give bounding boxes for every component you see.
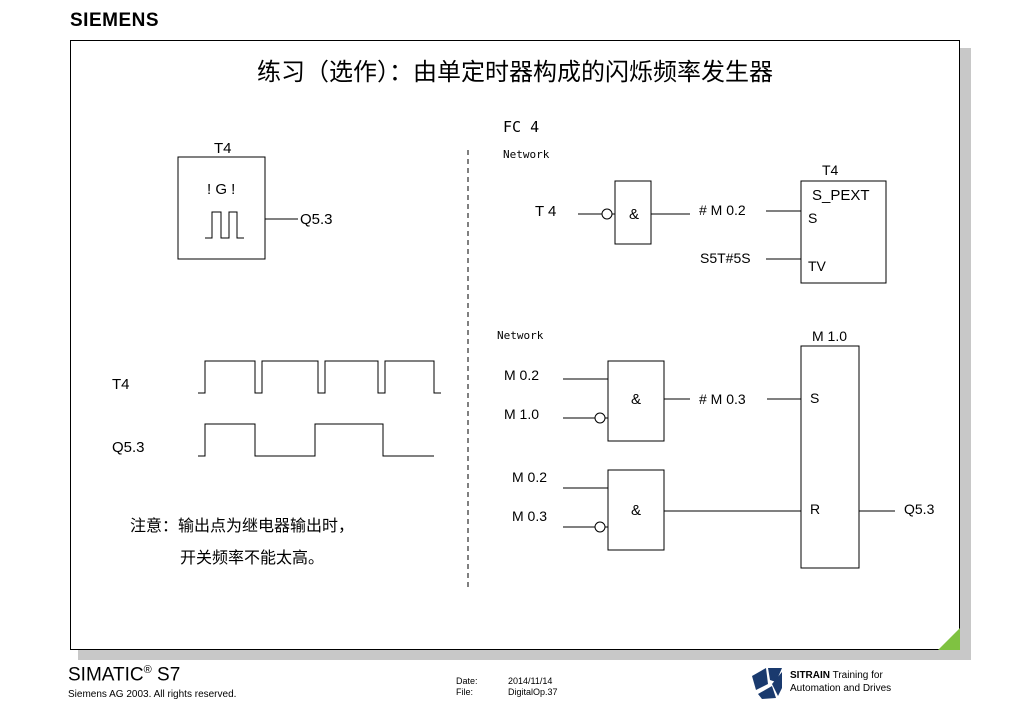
slide-title: 练习（选作）：由单定时器构成的闪烁频率发生器 (257, 59, 773, 86)
negation-circle-icon (594, 521, 606, 533)
network1-input-label: T 4 (535, 203, 556, 220)
waveform-t4-label: T4 (112, 376, 130, 393)
footer-file-value: DigitalOp.37 (508, 687, 558, 697)
network1-time-value: S5T#5S (700, 250, 751, 266)
network1-timer-type: S_PEXT (812, 187, 870, 204)
timer-symbol-label: ! G ! (207, 181, 235, 198)
waveform-q-label: Q5.3 (112, 439, 145, 456)
network1-flag-label: # M 0.2 (699, 202, 746, 218)
sitrain-tagline-2: Automation and Drives (790, 683, 892, 694)
footer-product-reg: ® (143, 664, 152, 676)
footer-product-suffix: S7 (151, 664, 181, 686)
gate1-input1-label: M 0.2 (504, 367, 539, 383)
flipflop-name: M 1.0 (812, 328, 847, 344)
note-line-2: 开关频率不能太高。 (180, 548, 324, 567)
flipflop-box (800, 345, 860, 569)
gate1-symbol: & (631, 391, 641, 408)
network1-pin-s: S (808, 210, 817, 226)
timer-generator-block (177, 156, 298, 260)
timer-box (177, 156, 266, 260)
flipflop-output-label: Q5.3 (904, 501, 935, 517)
negation-circle-icon (601, 208, 613, 220)
sitrain-brand: SITRAIN Training for Automation and Driv… (790, 669, 891, 695)
pulse-icon (205, 211, 244, 239)
gate2-input2-label: M 0.3 (512, 508, 547, 524)
footer-product-name: SIMATIC (68, 664, 144, 686)
gate1-input2-label: M 1.0 (504, 406, 539, 422)
note-line-1: 注意：输出点为继电器输出时， (130, 516, 354, 535)
gate2-input1-label: M 0.2 (512, 469, 547, 485)
sitrain-logo-icon (752, 668, 782, 699)
network1-gate-symbol: & (629, 206, 639, 223)
fc-label: FC 4 (503, 118, 539, 136)
network1-timer-box (800, 180, 887, 284)
footer-product: SIMATIC® S7 (68, 664, 180, 686)
network1-and-gate (614, 180, 652, 245)
flipflop-pin-r: R (810, 501, 820, 517)
network1-timer-name: T4 (822, 162, 839, 178)
network2-wiring (563, 345, 895, 569)
negation-circle-icon (594, 412, 606, 424)
network1-label: Network (503, 148, 550, 161)
network2-label: Network (497, 329, 544, 342)
network2-and-gate-2 (607, 469, 665, 551)
timer-output-label: Q5.3 (300, 211, 333, 228)
timer-name-label: T4 (214, 140, 232, 157)
waveform-t4 (198, 360, 441, 394)
gate2-symbol: & (631, 502, 641, 519)
footer-meta: Date: 2014/11/14 File: DigitalOp.37 (456, 676, 558, 698)
footer-copyright: Siemens AG 2003. All rights reserved. (68, 689, 237, 700)
footer-file-label: File: (456, 687, 474, 697)
network1-pin-tv: TV (808, 258, 827, 274)
footer-date-label: Date: (456, 676, 478, 686)
flipflop-pin-s: S (810, 390, 819, 406)
corner-fold-icon (938, 628, 960, 650)
footer-date-value: 2014/11/14 (508, 676, 553, 686)
gate1-flag-label: # M 0.3 (699, 391, 746, 407)
sitrain-tagline-1: Training for (830, 670, 883, 681)
slide-frame (70, 40, 960, 650)
network1-wiring (578, 180, 887, 284)
waveform-q53 (198, 423, 434, 457)
siemens-logo: SIEMENS (70, 10, 160, 31)
sitrain-name: SITRAIN (790, 670, 830, 681)
network2-and-gate-1 (607, 360, 665, 442)
